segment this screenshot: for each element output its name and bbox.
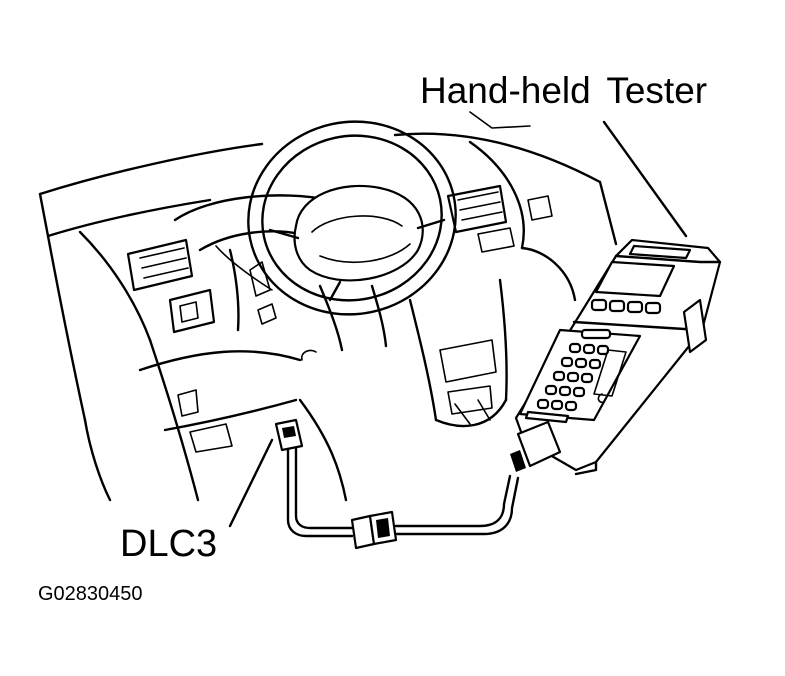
cable-inline-plug (350, 474, 520, 550)
dlc3-connector (274, 418, 354, 538)
dlc3-leader-line (228, 438, 274, 528)
tester-function-key-1 (590, 298, 608, 312)
hand-held-tester-device (510, 238, 722, 476)
tester-function-key-4 (644, 301, 662, 315)
dashboard-outline (38, 111, 618, 502)
tester-function-key-3 (626, 300, 644, 314)
tester-keypad (536, 328, 627, 412)
tester-label: Hand-held Tester (420, 70, 708, 111)
dlc3-label: DLC3 (120, 523, 218, 565)
tester-function-key-2 (608, 299, 626, 313)
tester-leader-line (602, 120, 688, 238)
figure-id-label: G02830450 (38, 583, 143, 605)
steering-wheel (215, 120, 457, 352)
